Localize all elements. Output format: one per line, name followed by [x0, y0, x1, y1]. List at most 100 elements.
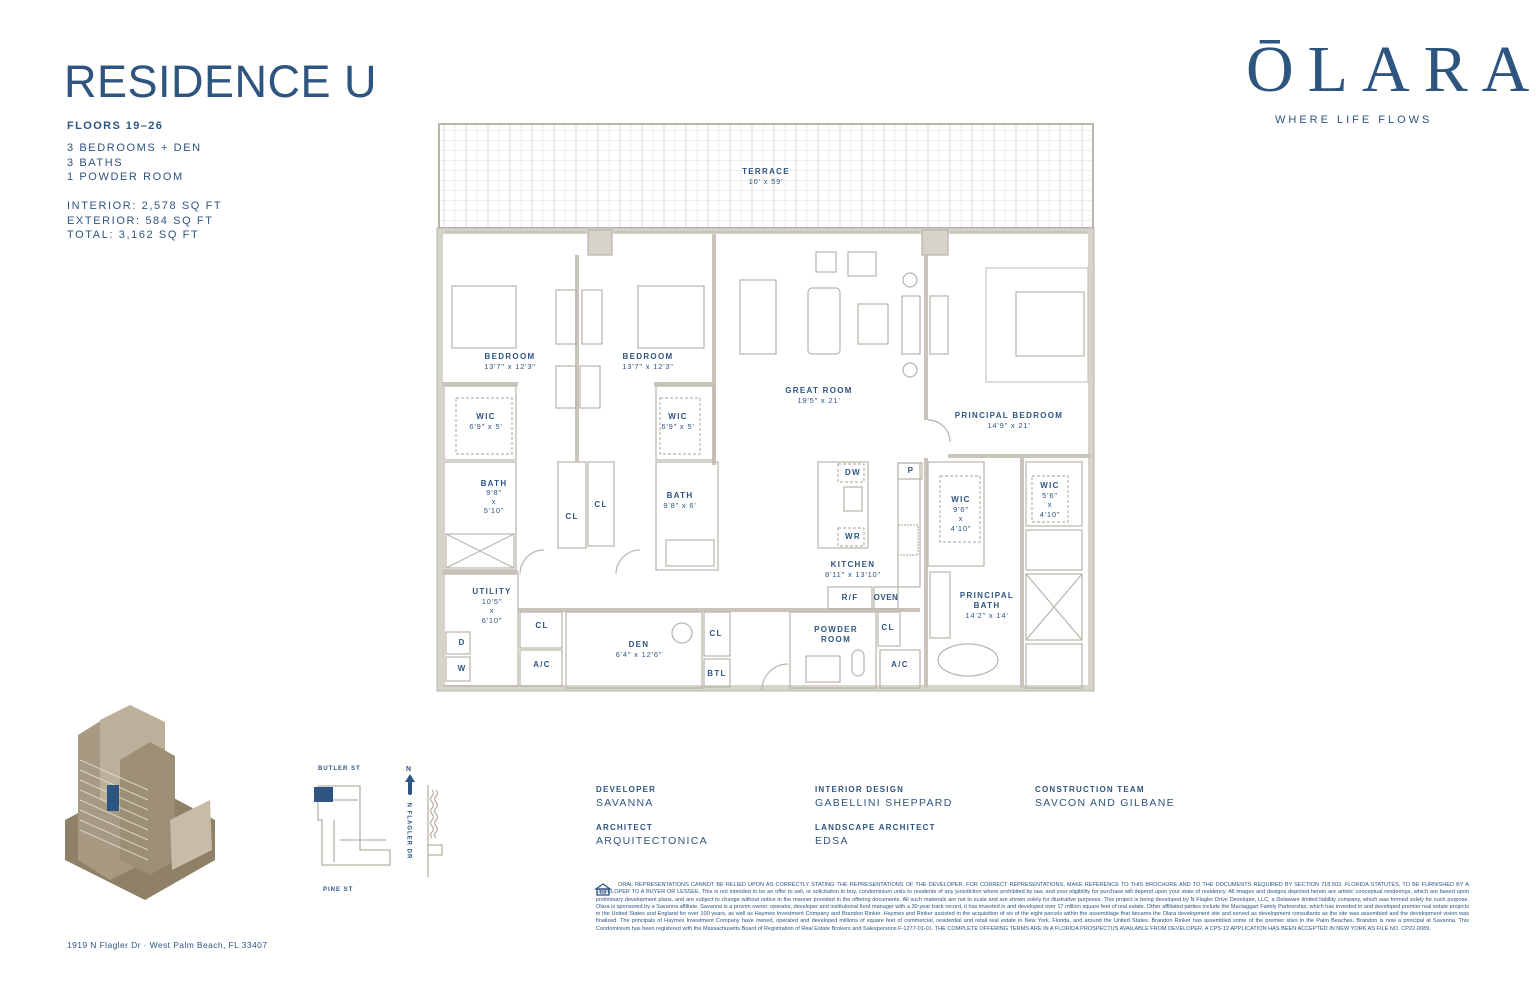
room-ac-1: A/C [533, 660, 551, 669]
brand-tagline: WHERE LIFE FLOWS [1275, 114, 1433, 126]
refrigerator-freezer: R/F [841, 593, 859, 602]
credit-construction-name: SAVCON AND GILBANE [1035, 797, 1175, 809]
room-name: KITCHEN [830, 560, 876, 569]
room-dimension-width: 9'6" [953, 504, 969, 514]
room-dimension-separator: x [489, 606, 495, 615]
room-name: DEN [628, 640, 650, 649]
dryer: D [458, 638, 466, 647]
room-dimension-separator: x [1047, 500, 1053, 509]
credit-interior-name: GABELLINI SHEPPARD [815, 797, 953, 809]
credit-construction-role: CONSTRUCTION TEAM [1035, 785, 1145, 794]
room-dimensions: 8'11" x 13'10" [825, 570, 881, 579]
olara-logo: ŌLARA [1246, 33, 1536, 106]
room-name: UTILITY [472, 587, 512, 596]
room-closet-4: CL [709, 629, 723, 638]
room-name: GREAT ROOM [785, 386, 853, 395]
room-dimension-length: 5'10" [483, 506, 505, 515]
powder-room-count: 1 POWDER ROOM [67, 171, 184, 183]
oven: OVEN [873, 593, 899, 602]
room-dimensions: 9'8" x 6' [663, 501, 697, 510]
room-closet-1: CL [565, 512, 579, 521]
total-area: TOTAL: 3,162 SQ FT [67, 229, 200, 241]
room-name: WIC [476, 412, 496, 421]
unit-highlight [107, 785, 119, 811]
room-dimension-separator: x [958, 514, 964, 523]
room-name: PRINCIPAL [959, 591, 1015, 600]
wine-refrigerator: WR [845, 532, 861, 541]
north-arrow-icon [405, 774, 415, 795]
street-label-pine: PINE ST [323, 887, 354, 893]
room-closet-5: CL [881, 623, 895, 632]
unit-areas: INTERIOR: 2,578 SQ FT EXTERIOR: 584 SQ F… [67, 199, 222, 243]
room-dimension-length: 4'10" [1039, 509, 1061, 519]
legal-disclaimer: ORAL REPRESENTATIONS CANNOT BE RELIED UP… [596, 882, 1469, 932]
dishwasher: DW [845, 468, 861, 477]
credit-architect-name: ARQUITECTONICA [596, 835, 708, 847]
credit-architect-role: ARCHITECT [596, 823, 654, 832]
room-name: WIC [951, 495, 971, 504]
unit-layout: 3 BEDROOMS + DEN 3 BATHS 1 POWDER ROOM [67, 141, 202, 185]
baths-count: 3 BATHS [67, 156, 124, 169]
washer: W [457, 664, 467, 673]
room-dimensions: 6'9" x 5' [661, 422, 695, 431]
bedrooms-count: 3 BEDROOMS + DEN [67, 142, 202, 154]
room-dimensions: 6'9" x 5' [469, 422, 503, 431]
credit-developer-name: SAVANNA [596, 797, 654, 809]
credit-interior-role: INTERIOR DESIGN [815, 785, 905, 794]
room-dimensions: 6'4" x 12'6" [615, 650, 663, 659]
room-dimensions: 10' x 59' [748, 177, 784, 186]
room-ac-2: A/C [891, 660, 909, 669]
room-name-line-2: ROOM [820, 635, 852, 644]
room-dimensions: 14'9" x 21' [987, 421, 1031, 430]
room-name-line-2: BATH [973, 601, 1001, 610]
page-title: RESIDENCE U [64, 56, 378, 107]
site-map [314, 785, 443, 877]
north-label: N [406, 766, 413, 773]
equal-housing-icon [593, 883, 613, 896]
room-dimensions: 13'7" x 12'3" [622, 362, 674, 371]
room-dimension-width: 9'8" [486, 488, 502, 497]
room-name: TERRACE [742, 167, 790, 176]
room-name: BEDROOM [484, 352, 536, 361]
pantry: P [907, 466, 915, 475]
room-dimension-separator: x [491, 497, 497, 506]
credit-landscape-name: EDSA [815, 835, 849, 847]
room-dimension-length: 4'10" [950, 523, 972, 533]
room-closet-3: CL [535, 621, 549, 630]
exterior-area: EXTERIOR: 584 SQ FT [67, 214, 214, 227]
room-dimensions: 19'5" x 21' [797, 396, 841, 405]
room-name: BATH [480, 479, 508, 488]
floors-range: FLOORS 19–26 [67, 120, 164, 132]
room-dimension-width: 5'6" [1042, 490, 1058, 500]
credit-developer-role: DEVELOPER [596, 785, 657, 794]
room-dimensions: 13'7" x 12'3" [484, 362, 536, 371]
building-isometric [65, 705, 215, 900]
credit-landscape-role: LANDSCAPE ARCHITECT [815, 823, 936, 832]
room-name: BEDROOM [622, 352, 674, 361]
room-btl: BTL [707, 669, 727, 678]
room-name: WIC [668, 412, 688, 421]
floor-plan [436, 123, 1095, 692]
street-label-flagler: N FLAGLER DR [405, 802, 412, 860]
interior-area: INTERIOR: 2,578 SQ FT [67, 200, 223, 212]
property-address: 1919 N Flagler Dr · West Palm Beach, FL … [67, 940, 268, 950]
room-name: BATH [666, 491, 694, 500]
room-dimension-length: 6'10" [481, 615, 503, 625]
street-label-butler: BUTLER ST [318, 766, 361, 772]
room-name: POWDER [814, 625, 858, 634]
room-closet-2: CL [594, 500, 608, 509]
